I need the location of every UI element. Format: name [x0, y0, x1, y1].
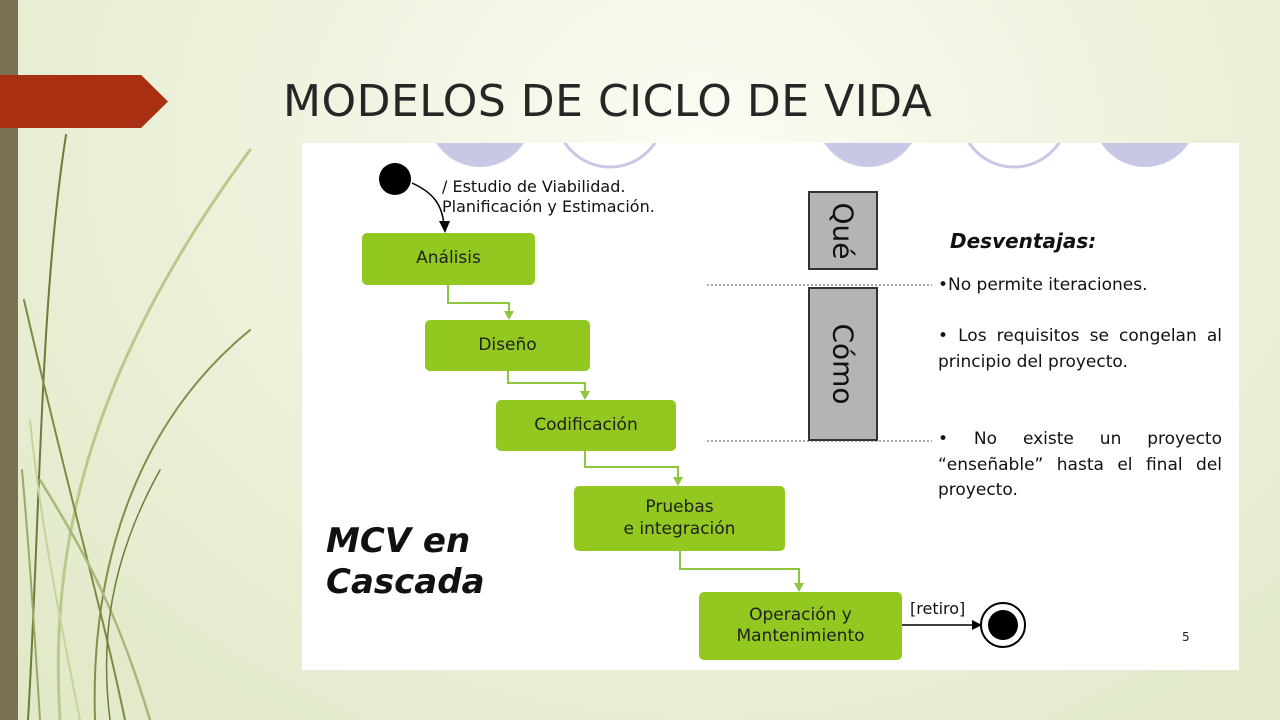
connector-4-head — [794, 583, 804, 592]
page-number: 5 — [1182, 630, 1190, 644]
how-box: Cómo — [808, 287, 878, 441]
start-node — [379, 163, 411, 195]
disadvantage-item-2: • Los requisitos se congelan al principi… — [938, 326, 1222, 372]
grass-decoration — [21, 134, 252, 720]
connector-3-head — [673, 477, 683, 486]
connector-2-head — [580, 391, 590, 400]
stage-codificacion: Codificación — [496, 400, 676, 451]
end-node — [988, 610, 1018, 640]
connector-1-head — [504, 311, 514, 320]
disadvantage-item-3: • No existe un proyecto “enseñable” hast… — [938, 429, 1222, 500]
what-label: Qué — [826, 201, 860, 260]
title-arrow-shape — [0, 75, 168, 128]
start-note: / Estudio de Viabilidad. Planificación y… — [442, 177, 655, 216]
end-arrow-head — [972, 620, 982, 630]
start-arrow-head — [439, 221, 450, 233]
slide-title: MODELOS DE CICLO DE VIDA — [283, 76, 933, 127]
stage-diseno: Diseño — [425, 320, 590, 371]
what-box: Qué — [808, 191, 878, 270]
diagram-canvas — [379, 143, 1189, 648]
how-label: Cómo — [826, 323, 860, 405]
waterfall-diagram-image: / Estudio de Viabilidad. Planificación y… — [302, 143, 1239, 670]
model-label: MCV en Cascada — [326, 521, 485, 602]
connector-2 — [507, 371, 586, 393]
decorative-circles — [436, 143, 1189, 169]
disadvantages-heading: Desventajas: — [950, 229, 1097, 253]
connector-4 — [679, 551, 800, 585]
connector-1 — [447, 285, 510, 313]
stage-pruebas: Pruebas e integración — [574, 486, 785, 551]
end-label: [retiro] — [910, 599, 966, 618]
stage-analisis: Análisis — [362, 233, 535, 285]
connector-3 — [584, 451, 679, 479]
disadvantage-item-1: •No permite iteraciones. — [938, 275, 1148, 295]
stage-operacion: Operación y Mantenimiento — [699, 592, 902, 660]
start-arrow — [411, 182, 445, 226]
left-accent-bar — [0, 0, 18, 720]
